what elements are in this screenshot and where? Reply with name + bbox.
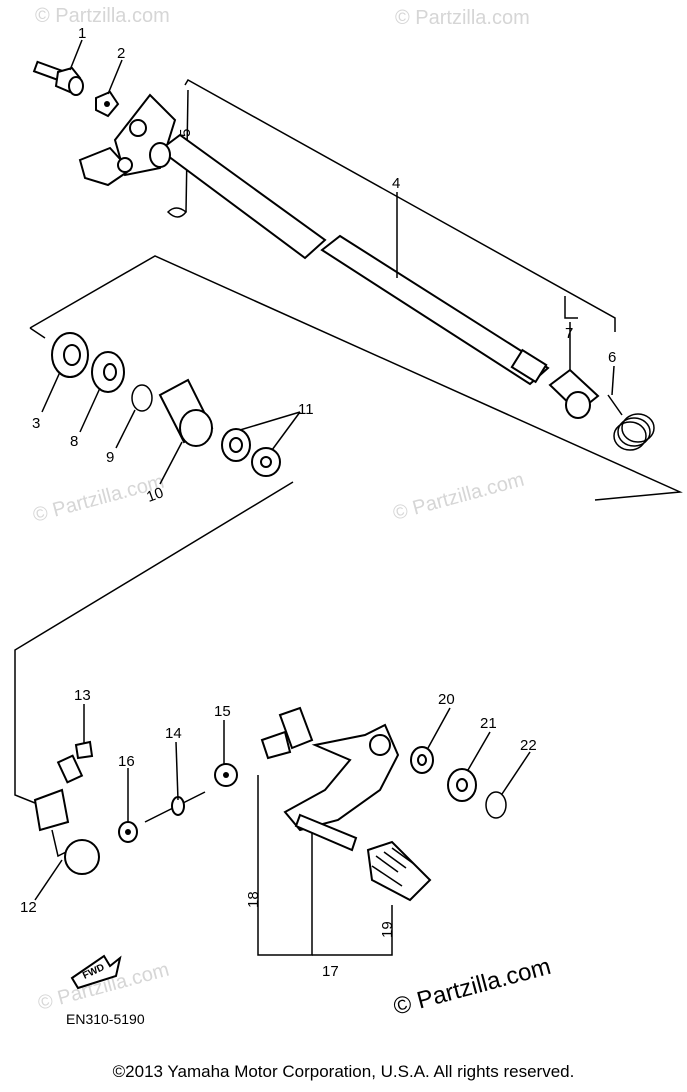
spring-part-6	[607, 394, 655, 451]
watermark: © Partzilla.com	[31, 471, 167, 527]
callout-15: 15	[214, 703, 231, 720]
frame-line	[257, 775, 313, 956]
fwd-arrow-icon: FWD	[70, 954, 122, 990]
washer-part-20	[410, 746, 434, 774]
callout-10: 10	[144, 484, 165, 506]
callout-12: 12	[20, 899, 37, 916]
washer-part-21	[447, 768, 477, 802]
frame-line	[29, 327, 46, 339]
circlip-part-22	[485, 791, 507, 819]
nut-part-15	[214, 763, 238, 787]
collar-part-7	[548, 368, 600, 419]
callout-14: 14	[165, 725, 182, 742]
callout-17: 17	[322, 963, 339, 980]
callouts: 1 2 3 4 5 6 7 8 9 10 11 12 13 14 15 16 1…	[20, 25, 616, 980]
callout-21: 21	[480, 715, 497, 732]
shift-arm	[78, 93, 177, 187]
callout-2: 2	[117, 45, 125, 62]
callout-1: 1	[78, 25, 86, 42]
brand-mark: © Partzilla.com	[391, 953, 554, 1021]
nut-part-16	[118, 821, 138, 843]
callout-13: 13	[74, 687, 91, 704]
frame-line	[564, 296, 578, 319]
tie-rod-part-14	[144, 791, 206, 823]
watermark: © Partzilla.com	[391, 469, 527, 525]
callout-4: 4	[392, 175, 400, 192]
callout-5: 5	[177, 129, 194, 137]
callout-18: 18	[245, 891, 262, 908]
frame-line	[14, 481, 294, 806]
frame-line	[29, 255, 683, 501]
shift-pedal-part-17	[260, 706, 400, 852]
callout-9: 9	[106, 449, 114, 466]
callout-20: 20	[438, 691, 455, 708]
bolt-part-13	[56, 740, 94, 784]
bolt-part-1	[32, 60, 84, 96]
copyright-notice: ©2013 Yamaha Motor Corporation, U.S.A. A…	[112, 1062, 575, 1081]
washer-part-8	[91, 351, 125, 393]
callout-11: 11	[298, 401, 314, 418]
callout-16: 16	[118, 753, 135, 770]
callout-22: 22	[520, 737, 537, 754]
callout-7: 7	[565, 325, 573, 342]
rod-end-part-12	[33, 788, 100, 875]
shift-shaft-part-4	[149, 133, 550, 386]
callout-8: 8	[70, 433, 78, 450]
callout-6: 6	[608, 349, 616, 366]
pedal-rubber-part-19	[366, 840, 432, 902]
frame-line	[312, 905, 393, 956]
bushing-part-10	[158, 378, 214, 447]
seal-part-11	[221, 428, 281, 477]
watermark: © Partzilla.com	[395, 7, 530, 29]
nut-part-2	[95, 90, 120, 118]
callout-3: 3	[32, 415, 40, 432]
diagram-code: EN310-5190	[66, 1011, 145, 1027]
watermark: © Partzilla.com	[35, 5, 170, 27]
leader-lines	[34, 39, 615, 901]
assembly-frames	[14, 78, 683, 956]
oil-seal-part-3	[51, 332, 89, 378]
callout-19: 19	[379, 921, 396, 938]
frame-line	[184, 78, 616, 332]
circlip-part-9	[131, 384, 153, 412]
